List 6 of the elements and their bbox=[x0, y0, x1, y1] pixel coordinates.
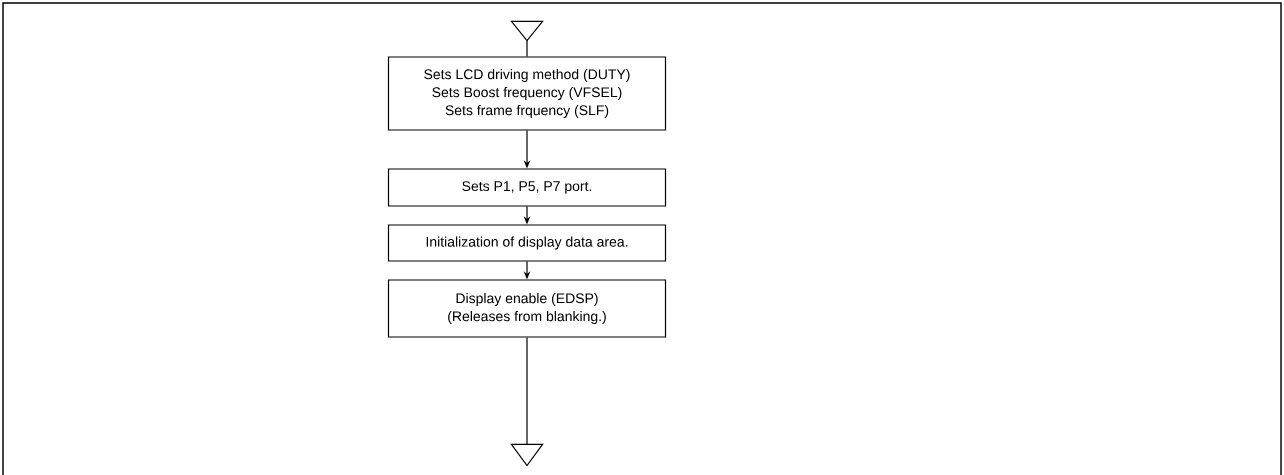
process-box: Initialization of display data area. bbox=[387, 224, 667, 262]
connector-triangle bbox=[510, 20, 544, 42]
connector-triangle bbox=[510, 443, 544, 467]
process-box: Display enable (EDSP) (Releases from blanking.) bbox=[387, 279, 667, 338]
process-box: Sets LCD driving method (DUTY) Sets Boost frequency (VFSEL) Sets frame frquency (SLF) bbox=[387, 56, 667, 131]
process-box: Sets P1, P5, P7 port. bbox=[387, 168, 667, 207]
